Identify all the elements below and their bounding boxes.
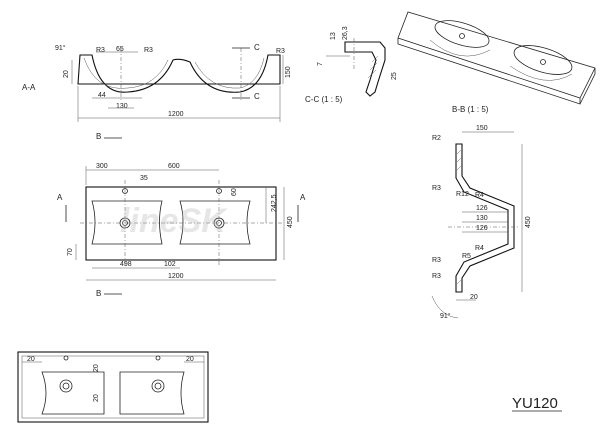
iso-outline — [397, 11, 596, 99]
aa-dim-1200: 1200 — [168, 111, 184, 118]
bb-dim-450: 450 — [525, 216, 532, 228]
plan-basin-right — [179, 200, 251, 245]
section-aa: A-A R3 65 R3 R3 91° 20 44 130 150 1200 C… — [22, 43, 292, 122]
bb-dim-r12: R12 — [456, 191, 469, 198]
bb-dim-130: 130 — [476, 215, 488, 222]
bottom-dim-20-a: 20 — [27, 356, 35, 363]
plan-dim-600: 600 — [168, 163, 180, 170]
bottom-outline — [17, 351, 209, 423]
cc-dim-26-3: 26,3 — [342, 26, 349, 40]
bb-dim-r3-b: R3 — [432, 257, 441, 264]
plan-marker-b-top: B — [96, 132, 101, 141]
plan-dim-242-5: 242,5 — [271, 194, 278, 212]
bottom-dim-20-b: 20 — [93, 364, 100, 372]
bb-dim-r4-b: R4 — [475, 245, 484, 252]
aa-dim-44: 44 — [98, 92, 106, 99]
plan-dim-70: 70 — [67, 248, 74, 256]
bb-dim-r5: R5 — [462, 253, 471, 260]
bottom-dim-20-d: 20 — [93, 394, 100, 402]
section-cc-profile — [344, 41, 386, 97]
aa-dim-r3-mid: R3 — [144, 47, 153, 54]
section-bb-profile — [455, 143, 515, 293]
plan-dim-300: 300 — [96, 163, 108, 170]
plan-marker-a-right: A — [300, 193, 306, 202]
plan-view: 300 600 35 60 242,5 450 70 498 102 1200 … — [57, 132, 306, 298]
plan-dim-102: 102 — [164, 261, 176, 268]
section-bb: B-B (1 : 5) 150 R2 R3 R12 R4 126 130 126… — [431, 105, 532, 320]
bb-dim-20: 20 — [470, 294, 478, 301]
bb-dim-126-b: 126 — [476, 225, 488, 232]
aa-dim-130: 130 — [116, 103, 128, 110]
section-cc-label: C-C (1 : 5) — [305, 95, 343, 104]
plan-marker-b-bot: B — [96, 289, 101, 298]
bb-dim-150: 150 — [476, 125, 488, 132]
bottom-dim-20-c: 20 — [186, 356, 194, 363]
plan-marker-a-left: A — [57, 193, 63, 202]
bb-dim-r2: R2 — [432, 135, 441, 142]
section-aa-profile — [77, 54, 281, 93]
bb-dim-r4-a: R4 — [475, 192, 484, 199]
cc-dim-13: 13 — [330, 32, 337, 40]
aa-marker-c-bot: C — [254, 92, 260, 101]
cc-dim-7: 7 — [317, 62, 324, 66]
isometric-view — [397, 11, 596, 105]
aa-marker-c-top: C — [254, 43, 260, 52]
aa-dim-20: 20 — [63, 70, 70, 78]
section-cc: 13 26,3 7 25 C-C (1 : 5) — [305, 26, 398, 104]
section-aa-label: A-A — [22, 83, 36, 92]
plan-outline — [85, 186, 277, 261]
bb-dim-r3-c: R3 — [432, 273, 441, 280]
model-label: YU120 — [512, 395, 558, 412]
plan-dim-35: 35 — [140, 175, 148, 182]
bottom-view: 20 20 20 20 — [17, 351, 209, 423]
bb-dim-r3-a: R3 — [432, 185, 441, 192]
watermark: lineSK — [120, 202, 228, 240]
aa-dim-r3-left: R3 — [96, 47, 105, 54]
plan-dim-450: 450 — [287, 216, 294, 228]
bb-dim-126-a: 126 — [476, 205, 488, 212]
aa-dim-150: 150 — [285, 66, 292, 78]
aa-dim-65: 65 — [116, 46, 124, 53]
plan-dim-1200: 1200 — [168, 273, 184, 280]
cc-dim-25: 25 — [391, 72, 398, 80]
plan-basin-left — [91, 200, 163, 245]
aa-dim-angle: 91° — [55, 44, 66, 52]
bb-dim-angle: 91° — [440, 312, 451, 320]
aa-dim-r3-right: R3 — [276, 48, 285, 55]
section-bb-label: B-B (1 : 5) — [452, 105, 489, 114]
plan-dim-60: 60 — [231, 188, 238, 196]
plan-dim-498: 498 — [120, 261, 132, 268]
